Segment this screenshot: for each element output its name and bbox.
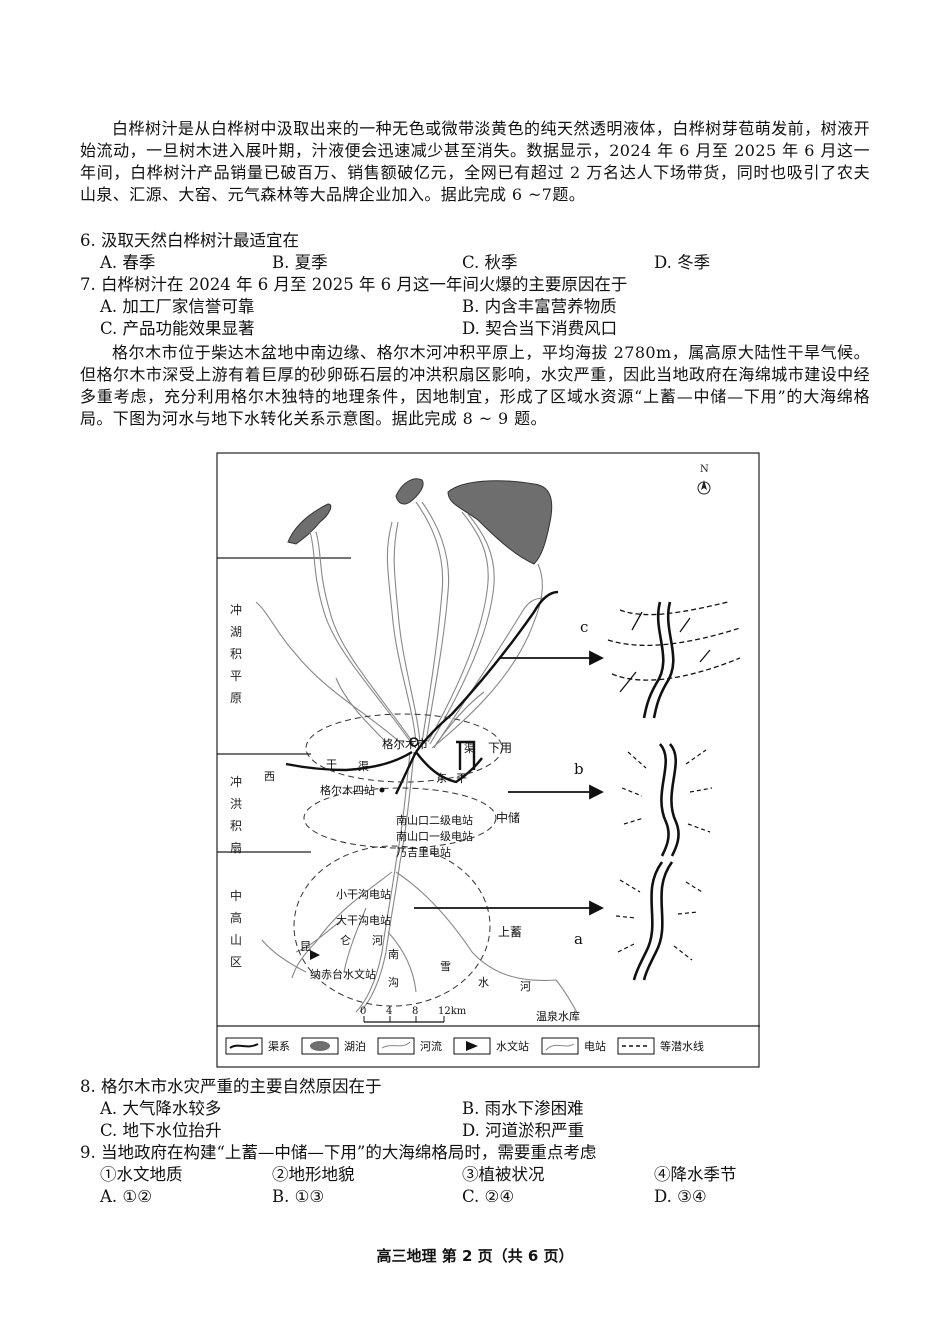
legend-isoline-label: 等潜水线 bbox=[660, 1039, 704, 1053]
scale-0: 0 bbox=[360, 1006, 366, 1017]
hydrological-station-icon bbox=[310, 950, 320, 960]
q9-option-d[interactable]: D. ③④ bbox=[654, 1187, 707, 1206]
zone-label-alluvial-fan: 冲洪积扇 bbox=[230, 774, 242, 855]
q6-option-a[interactable]: A. 春季 bbox=[100, 253, 156, 272]
river-network bbox=[255, 501, 579, 1015]
scale-12km: 12km bbox=[438, 1006, 467, 1017]
river-char-lun: 仑 bbox=[340, 933, 351, 947]
page-footer: 高三地理 第 2 页（共 6 页） bbox=[376, 1247, 574, 1265]
city-marker bbox=[409, 737, 419, 747]
river-groundwater-figure: 冲湖积平原 冲洪积扇 中高山区 N bbox=[216, 452, 760, 1068]
legend-hydrostation-label: 水文站 bbox=[496, 1039, 529, 1053]
river-char-shui: 水 bbox=[478, 976, 489, 989]
q9-item-2: ②地形地貌 bbox=[272, 1165, 355, 1184]
q6-option-d[interactable]: D. 冬季 bbox=[654, 253, 711, 272]
canal-char-east: 东 bbox=[436, 772, 447, 785]
legend-powerstation-label: 电站 bbox=[584, 1039, 606, 1053]
q8-option-b[interactable]: B. 雨水下渗困难 bbox=[462, 1099, 584, 1118]
river-char-kun: 昆 bbox=[300, 940, 311, 953]
river-char-nan: 南 bbox=[388, 948, 399, 961]
zone-label-lacustrine-plain: 冲湖积平原 bbox=[230, 602, 242, 705]
q6-option-c[interactable]: C. 秋季 bbox=[462, 253, 518, 272]
legend-river-icon bbox=[381, 1041, 411, 1049]
legend-lake-icon bbox=[310, 1041, 330, 1051]
q7-option-d[interactable]: D. 契合当下消费风口 bbox=[462, 319, 618, 338]
station-naijili: 乃吉里电站 bbox=[396, 845, 451, 859]
scale-8: 8 bbox=[412, 1006, 418, 1017]
scale-bar: 0 4 8 12km bbox=[360, 1006, 467, 1023]
scale-4: 4 bbox=[386, 1006, 392, 1017]
station-xiaogangou: 小干沟电站 bbox=[336, 887, 391, 901]
panel-label-a: a bbox=[574, 930, 583, 948]
ellipse-xiayong bbox=[305, 713, 503, 783]
north-label: N bbox=[700, 464, 709, 475]
canal-char-qu-west: 渠 bbox=[358, 760, 369, 773]
canal-char-gan-east: 干 bbox=[456, 772, 467, 785]
legend: 渠系 湖泊 河流 水文站 电站 等潜水线 bbox=[225, 1037, 704, 1055]
panel-label-c: c bbox=[580, 618, 588, 636]
station-golmud-4: 格尔木四站 bbox=[320, 783, 375, 797]
passage-birch-sap: 白桦树汁是从白桦树中汲取出来的一种无色或微带淡黄色的纯天然透明液体，白桦树芽苞萌… bbox=[80, 119, 870, 204]
q9-item-4: ④降水季节 bbox=[654, 1165, 737, 1184]
q6-option-b[interactable]: B. 夏季 bbox=[272, 253, 328, 272]
legend-hydrostation-icon bbox=[466, 1041, 478, 1051]
q8-option-a[interactable]: A. 大气降水较多 bbox=[100, 1099, 222, 1118]
legend-powerstation-icon bbox=[545, 1043, 575, 1051]
use-label-xiayong: 下用 bbox=[488, 741, 512, 755]
q9-item-1: ①水文地质 bbox=[100, 1165, 183, 1184]
legend-lake-label: 湖泊 bbox=[344, 1040, 366, 1053]
use-label-zhongchu: 中储 bbox=[496, 810, 520, 825]
q9-item-3: ③植被状况 bbox=[462, 1165, 545, 1184]
station-nachitai: 纳赤台水文站 bbox=[310, 967, 376, 981]
canal-system bbox=[285, 590, 559, 795]
panel-b-diagram bbox=[621, 743, 713, 857]
question-8-stem: 8. 格尔木市水灾严重的主要自然原因在于 bbox=[80, 1077, 382, 1096]
station-nanshankou-1: 南山口一级电站 bbox=[396, 829, 473, 843]
canal-char-gan-west: 干 bbox=[326, 758, 337, 771]
q9-option-b[interactable]: B. ①③ bbox=[272, 1187, 325, 1206]
river-char-xue: 雪 bbox=[440, 960, 451, 973]
panel-c-diagram bbox=[607, 601, 741, 719]
station-nanshankou-2: 南山口二级电站 bbox=[396, 813, 473, 827]
question-7-stem: 7. 白桦树汁在 2024 年 6 月至 2025 年 6 月这一年间火爆的主要… bbox=[80, 275, 628, 294]
ellipse-zhongchu bbox=[303, 787, 497, 849]
station-dagangou: 大干沟电站 bbox=[336, 913, 391, 927]
legend-river-label: 河流 bbox=[420, 1039, 442, 1053]
q7-option-c[interactable]: C. 产品功能效果显著 bbox=[100, 319, 255, 338]
river-char-gou: 沟 bbox=[388, 976, 399, 989]
q7-option-b[interactable]: B. 内含丰富营养物质 bbox=[462, 297, 617, 316]
passage-golmud: 格尔木市位于柴达木盆地中南边缘、格尔木河冲积平原上，平均海拔 2780m，属高原… bbox=[80, 343, 870, 428]
lake-west bbox=[287, 503, 332, 545]
lake-east bbox=[447, 480, 553, 565]
panel-arrows bbox=[414, 650, 605, 916]
q9-option-a[interactable]: A. ①② bbox=[100, 1187, 152, 1206]
question-9-stem: 9. 当地政府在构建“上蓄—中储—下用”的大海绵格局时，需要重点考虑 bbox=[80, 1143, 597, 1162]
zone-ellipses bbox=[293, 713, 503, 1007]
reservoir-label: 温泉水库 bbox=[536, 1009, 580, 1023]
q8-option-c[interactable]: C. 地下水位抬升 bbox=[100, 1121, 222, 1140]
question-6-stem: 6. 汲取天然白桦树汁最适宜在 bbox=[80, 231, 299, 250]
q8-option-d[interactable]: D. 河道淤积严重 bbox=[462, 1121, 585, 1140]
city-label: 格尔木市 bbox=[382, 737, 428, 751]
q7-option-a[interactable]: A. 加工厂家信誉可靠 bbox=[100, 297, 255, 316]
legend-canal-label: 渠系 bbox=[268, 1040, 290, 1053]
q9-option-c[interactable]: C. ②④ bbox=[462, 1187, 515, 1206]
panel-label-b: b bbox=[574, 760, 584, 778]
ellipse-shangxu bbox=[293, 845, 491, 1007]
canal-char-1: 渠 bbox=[464, 742, 475, 755]
use-label-shangxu: 上蓄 bbox=[498, 925, 522, 939]
panel-a-diagram bbox=[615, 861, 703, 981]
canal-char-west: 西 bbox=[264, 770, 275, 783]
river-char-he-2: 河 bbox=[520, 980, 531, 993]
zone-label-mountain: 中高山区 bbox=[230, 888, 242, 969]
legend-canal-icon bbox=[229, 1043, 259, 1049]
river-char-he-1: 河 bbox=[372, 934, 383, 947]
lake-middle bbox=[395, 478, 424, 505]
